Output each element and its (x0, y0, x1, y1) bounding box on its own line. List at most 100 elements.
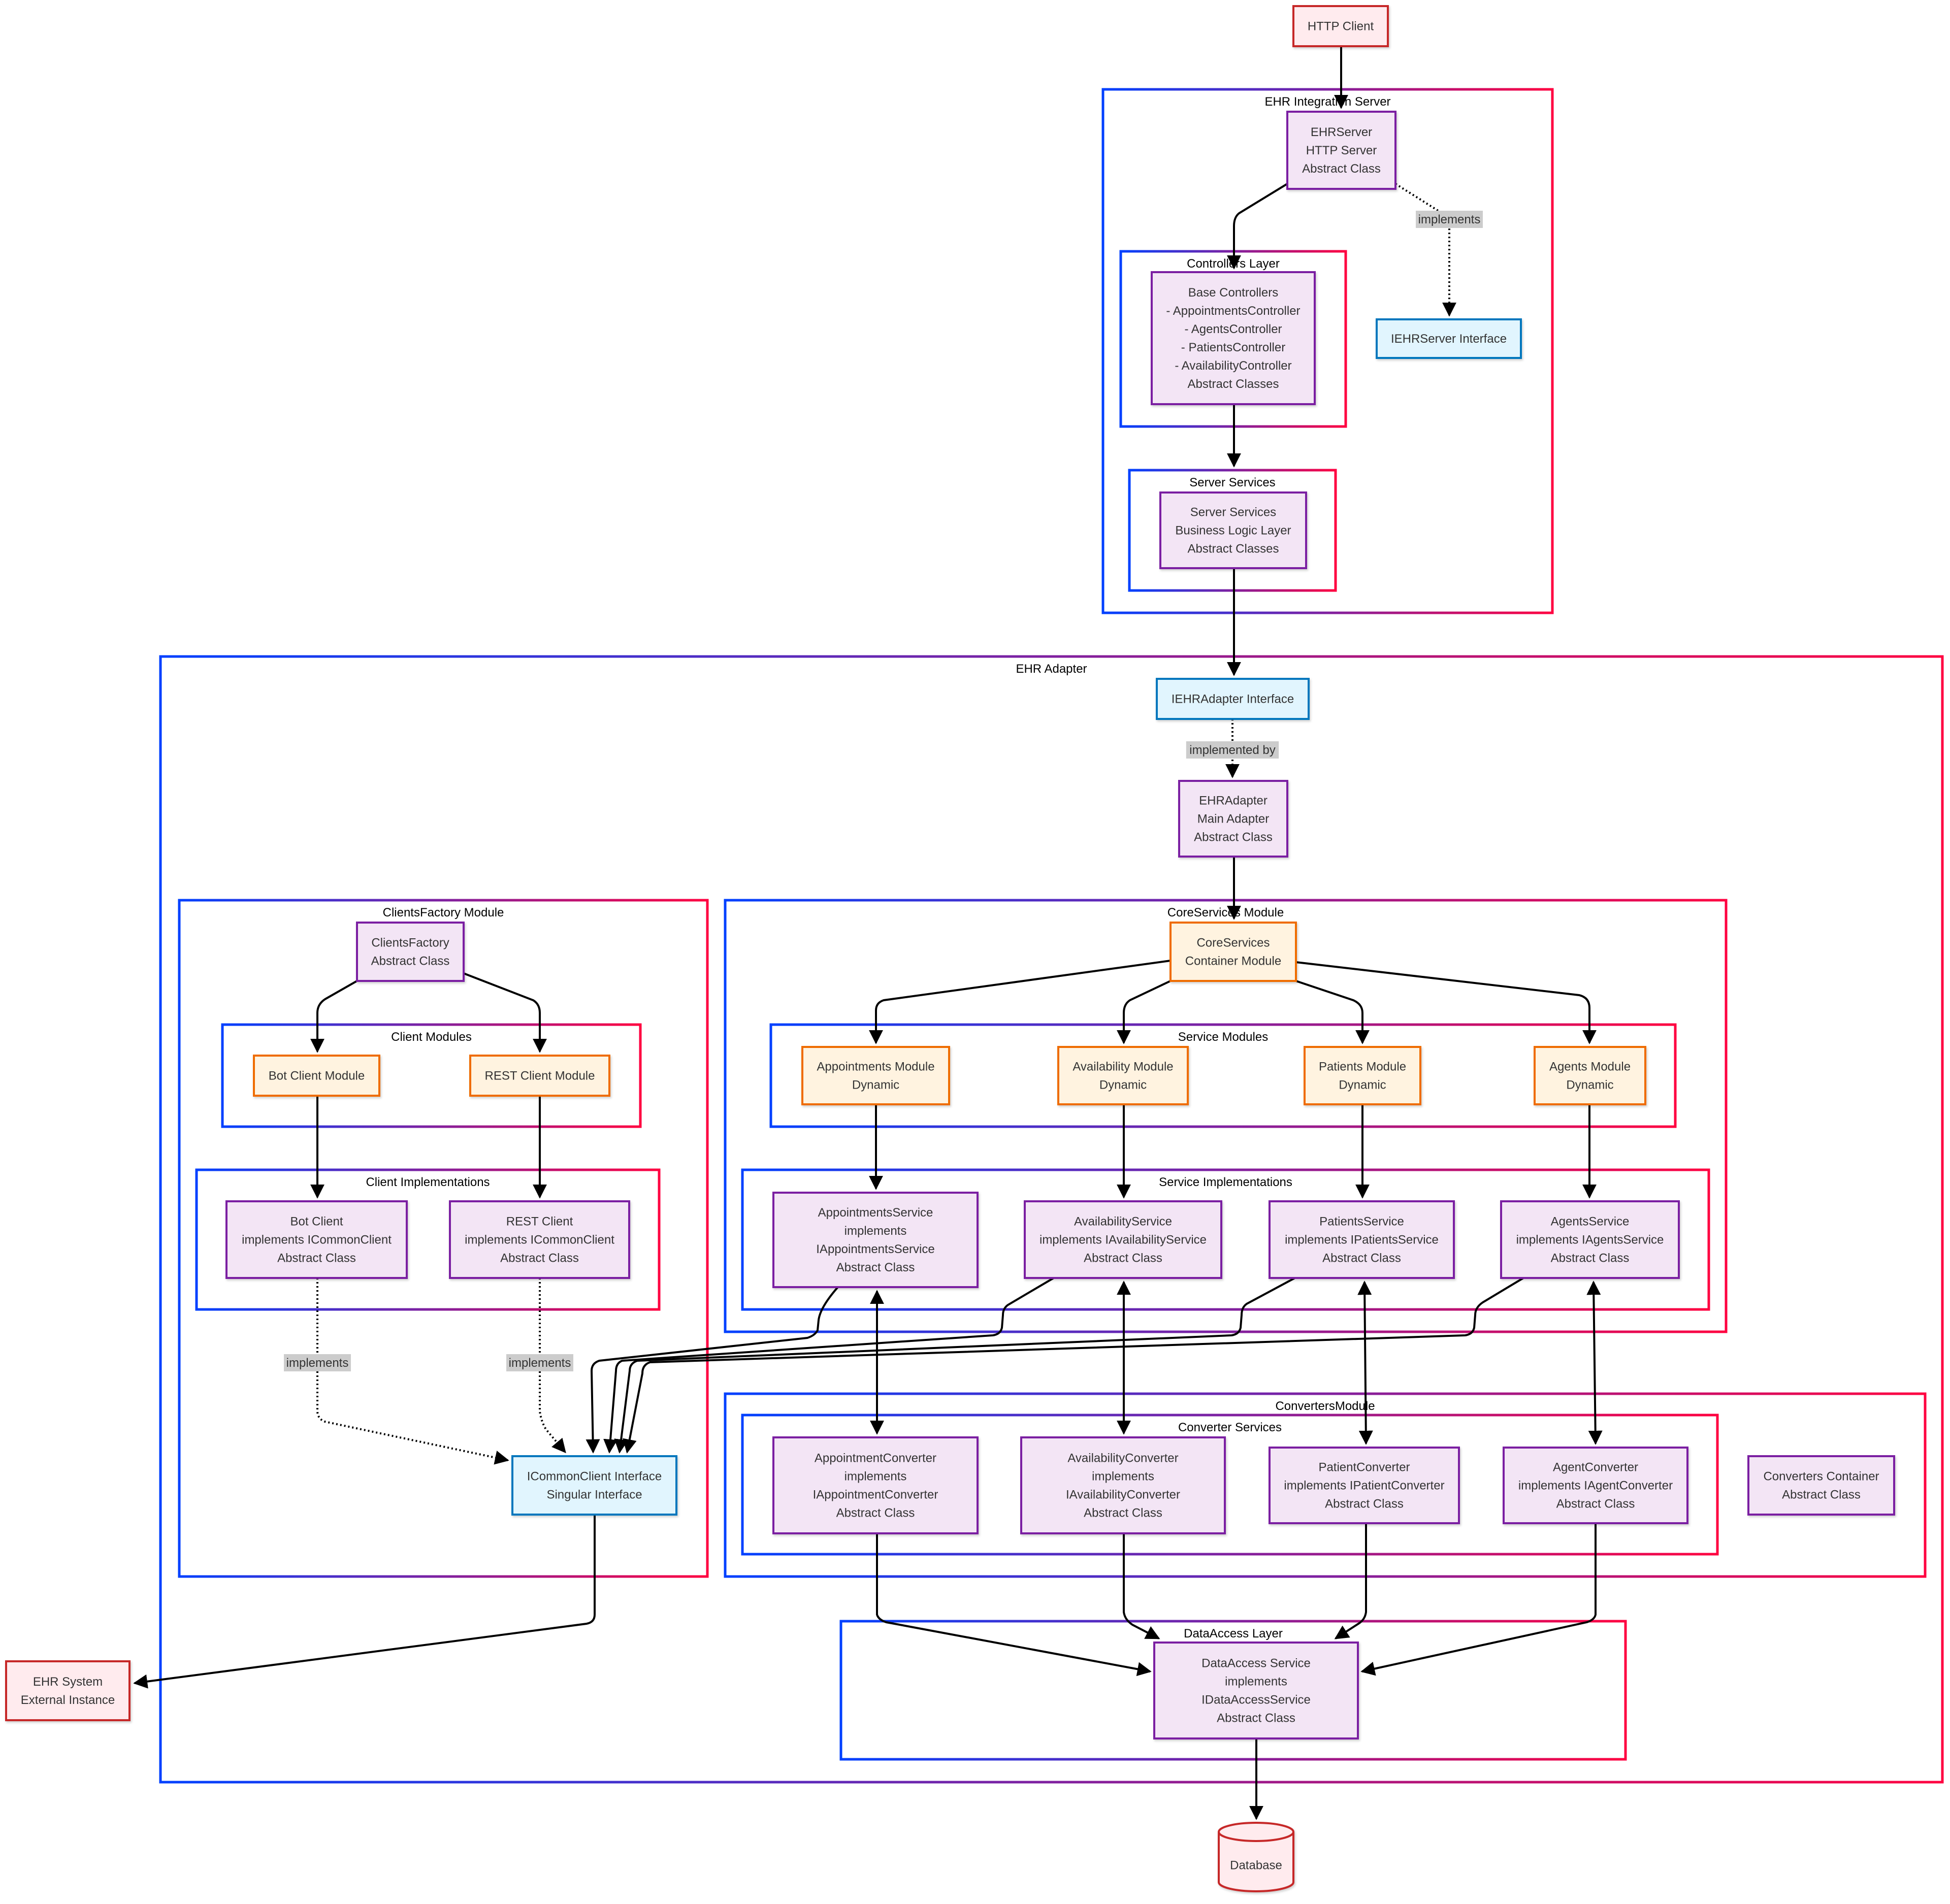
node-label-line: DataAccess Service (1201, 1657, 1311, 1670)
node-label-line: Server Services (1190, 506, 1276, 519)
cluster-service-implementations: Service Implementations (741, 1168, 1710, 1311)
node-label-line: Dynamic (852, 1078, 899, 1092)
edge-coreservices-to-availability-module (1117, 980, 1171, 1044)
node-box (1024, 1200, 1222, 1279)
edge-patient-converter-to-dataaccess-service (1334, 1523, 1367, 1639)
node-label-line: implements IPatientsService (1285, 1233, 1439, 1247)
edge-clientsfactory-to-bot-client-module (310, 980, 358, 1053)
node-label-line: implements IAgentConverter (1518, 1479, 1673, 1493)
cluster-client-implementations: Client Implementations (195, 1168, 661, 1311)
node-box (1376, 318, 1522, 359)
node-box (225, 1200, 408, 1279)
node-label-line: Abstract Class (1084, 1252, 1162, 1265)
cluster-border (1128, 469, 1337, 592)
node-bot-client-module[interactable]: Bot Client Module (253, 1055, 380, 1097)
node-http-client[interactable]: HTTP Client (1292, 5, 1389, 47)
cluster-server-services: Server Services (1128, 469, 1337, 592)
node-label-line: Database (1230, 1859, 1282, 1873)
cluster-border (221, 1023, 642, 1128)
cluster-border (724, 1392, 1927, 1578)
node-label-line: Abstract Class (1551, 1252, 1630, 1265)
edge-patients-service-to-icommonclient-interface (614, 1277, 1295, 1454)
cluster-label: EHR Integration Server (1264, 95, 1390, 109)
node-label-line: Patients Module (1319, 1060, 1406, 1074)
node-iehrserver-interface[interactable]: IEHRServer Interface (1376, 318, 1522, 359)
node-label-line: Abstract Class (836, 1506, 915, 1520)
node-iehradapter-interface[interactable]: IEHRAdapter Interface (1156, 678, 1310, 720)
node-label-line: Abstract Classes (1187, 377, 1279, 391)
node-patients-service[interactable]: PatientsService implements IPatientsServi… (1269, 1200, 1455, 1279)
node-appointments-service[interactable]: AppointmentsServiceimplementsIAppointmen… (772, 1192, 979, 1288)
node-label-line: - AgentsController (1184, 322, 1282, 336)
edge-appointments-service-to-icommonclient-interface (586, 1286, 839, 1454)
edge-label-bg (1186, 741, 1279, 759)
node-label-line: EHRAdapter (1199, 794, 1268, 808)
node-label-line: implements IAgentsService (1516, 1233, 1664, 1247)
cluster-ehr-integration-server: EHR Integration Server (1101, 88, 1554, 614)
node-label-line: implements ICommonClient (465, 1233, 614, 1247)
node-box (1534, 1046, 1646, 1105)
node-label-line: IDataAccessService (1201, 1693, 1311, 1707)
edge-label-text: implements (509, 1356, 571, 1370)
cluster-client-modules: Client Modules (221, 1023, 642, 1128)
node-label-line: AgentsService (1551, 1215, 1630, 1229)
node-availability-converter[interactable]: AvailabilityConverterimplementsIAvailabi… (1020, 1436, 1226, 1534)
edge-agents-service-to-agent-converter (1586, 1281, 1603, 1445)
node-label-line: Base Controllers (1188, 286, 1278, 300)
node-label-line: Business Logic Layer (1175, 524, 1291, 538)
edge-label: implements (284, 1354, 351, 1371)
node-box (1159, 491, 1307, 569)
edge-label-bg (506, 1354, 573, 1371)
node-label-line: IAvailabilityConverter (1066, 1488, 1180, 1502)
edge-ehrserver-to-iehrserver-interface (1394, 183, 1456, 317)
node-label-line: Abstract Class (500, 1252, 579, 1265)
cluster-coreservices-module: CoreServices Module (724, 899, 1728, 1333)
node-dataaccess-service[interactable]: DataAccess Service implementsIDataAccessS… (1153, 1642, 1359, 1739)
node-agents-service[interactable]: AgentsService implements IAgentsServiceAb… (1500, 1200, 1680, 1279)
node-label-line: HTTP Client (1308, 20, 1374, 34)
node-label-line: implements (1225, 1675, 1287, 1689)
cluster-label: Converter Services (1178, 1421, 1282, 1434)
cluster-label: Service Modules (1178, 1030, 1268, 1044)
node-label-line: implements (844, 1470, 907, 1484)
node-label-line: Abstract Class (1084, 1506, 1162, 1520)
edge-agent-converter-to-dataaccess-service (1360, 1523, 1597, 1676)
cluster-border (724, 899, 1728, 1333)
node-label-line: PatientsService (1319, 1215, 1404, 1229)
node-label-line: implements (844, 1224, 907, 1238)
node-label-line: Singular Interface (546, 1488, 642, 1502)
cluster-border (195, 1168, 661, 1311)
node-base-controllers[interactable]: Base Controllers- AppointmentsController… (1151, 271, 1316, 405)
node-box (1286, 111, 1396, 190)
edge-label-text: implements (1418, 213, 1481, 226)
node-label-line: Agents Module (1549, 1060, 1631, 1074)
node-rest-client-module[interactable]: REST Client Module (469, 1055, 610, 1097)
node-database[interactable]: Database (1218, 1822, 1294, 1892)
node-label-line: Dynamic (1566, 1078, 1613, 1092)
edge-label-bg (284, 1354, 351, 1371)
edge-bot-client-to-icommonclient-interface (316, 1278, 509, 1465)
cluster-label: EHR Adapter (1016, 662, 1087, 676)
edge-coreservices-to-agents-module (1295, 961, 1597, 1044)
node-appointment-converter[interactable]: AppointmentConverterimplementsIAppointme… (772, 1436, 979, 1534)
edge-label-text: implemented by (1189, 743, 1275, 757)
node-label-line: Dynamic (1339, 1078, 1386, 1092)
